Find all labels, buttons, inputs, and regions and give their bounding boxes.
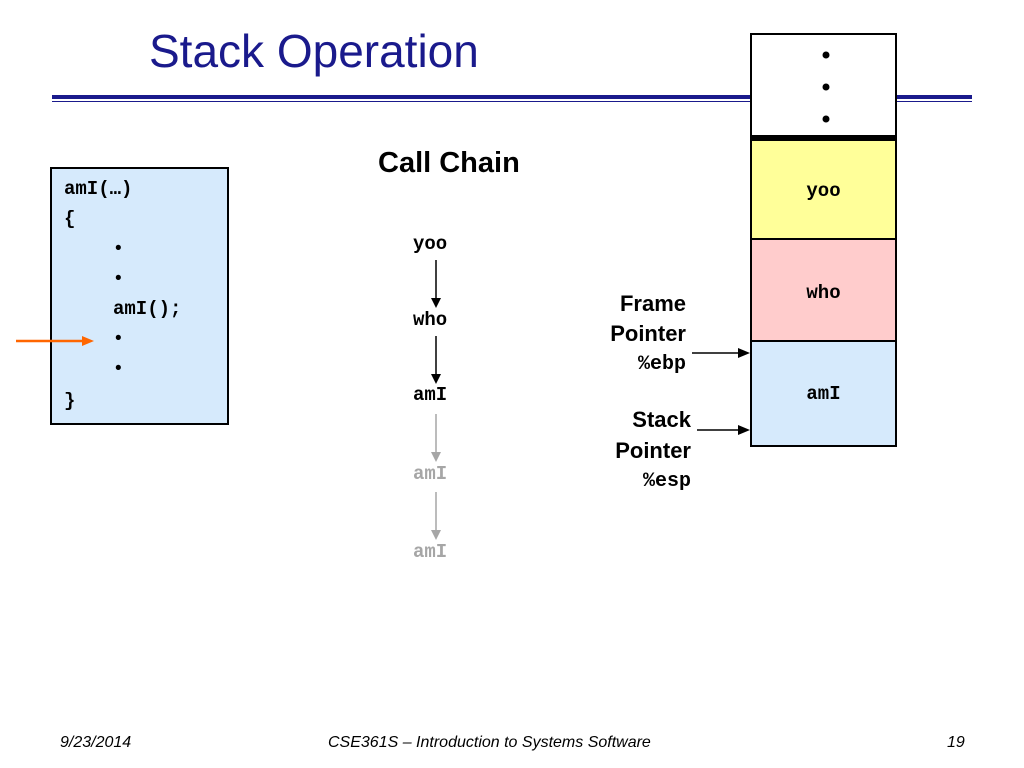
title-rule-thin	[52, 101, 972, 102]
stack-frame-yoo: yoo	[750, 137, 897, 240]
code-open-brace: {	[64, 208, 76, 230]
ellipsis-dots	[822, 51, 830, 123]
chain-item-who: who	[413, 309, 448, 331]
stack-frame-label: amI	[806, 383, 841, 405]
frame-pointer-register: %ebp	[637, 353, 686, 376]
code-close-brace: }	[64, 390, 76, 412]
footer-page-number: 19	[947, 734, 965, 751]
stack-frame-label: who	[806, 282, 841, 304]
chain-item-yoo: yoo	[413, 233, 448, 255]
ebp-arrow-icon	[692, 348, 750, 358]
footer-date: 9/23/2014	[60, 734, 132, 751]
chain-item-ami: amI	[413, 384, 448, 406]
code-dot: •	[115, 268, 122, 289]
stack-frame-ami: amI	[750, 340, 897, 447]
code-dot: •	[115, 358, 122, 379]
arrow-down-icon	[431, 336, 441, 384]
frame-pointer-line2: Pointer	[610, 321, 686, 346]
stack-pointer-line1: Stack	[632, 407, 691, 432]
arrow-down-icon	[431, 260, 441, 308]
stack-frame-label: yoo	[806, 180, 841, 202]
code-box: amI(…) { • • amI(); • • }	[50, 167, 229, 425]
slide-title: Stack Operation	[149, 25, 479, 77]
arrow-down-icon	[431, 414, 441, 462]
chain-item-ami-future: amI	[413, 541, 448, 563]
stack-frame-who: who	[750, 238, 897, 342]
stack-ellipsis-frame	[750, 33, 897, 137]
code-header: amI(…)	[64, 178, 133, 200]
chain-item-ami-future: amI	[413, 463, 448, 485]
footer-course: CSE361S – Introduction to Systems Softwa…	[328, 734, 651, 751]
stack-pointer-line2: Pointer	[615, 438, 691, 463]
call-chain-title: Call Chain	[378, 147, 520, 179]
frame-pointer-line1: Frame	[619, 291, 686, 316]
call-chain-arrows	[431, 260, 441, 540]
code-call: amI();	[113, 298, 182, 320]
code-dot: •	[115, 238, 122, 259]
arrow-down-icon	[431, 492, 441, 540]
current-line-arrow-icon	[16, 336, 94, 346]
code-dot: •	[115, 328, 122, 349]
title-rule-thick	[52, 95, 972, 99]
stack-pointer-register: %esp	[642, 470, 691, 493]
esp-arrow-icon	[697, 425, 750, 435]
